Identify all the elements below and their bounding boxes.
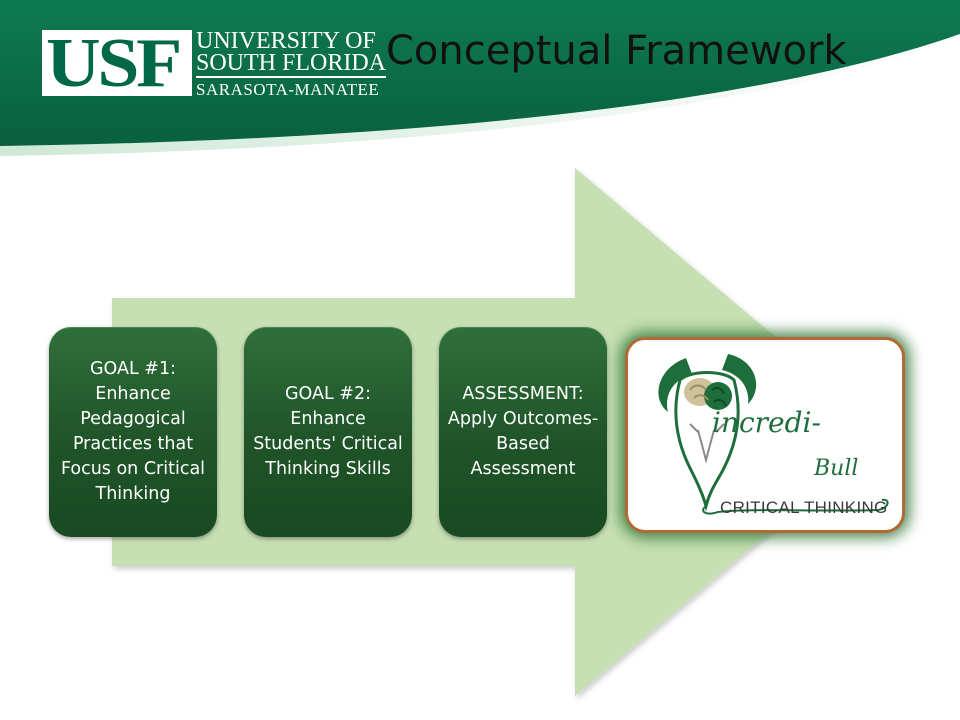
usf-logo-line2: SOUTH FLORIDA — [196, 50, 387, 76]
incredibull-logo-frame: incredi- Bull CRITICAL THINKING — [625, 337, 905, 533]
goal-1-label: GOAL #1: Enhance Pedagogical Practices t… — [60, 359, 206, 504]
usf-logo-mark-box: USF — [42, 25, 192, 102]
usf-logo: USF UNIVERSITY OF SOUTH FLORIDA SARASOTA… — [42, 25, 387, 102]
usf-logo-line1: UNIVERSITY OF — [196, 28, 376, 54]
goal-1-box: GOAL #1: Enhance Pedagogical Practices t… — [49, 327, 217, 537]
assessment-label: ASSESSMENT: Apply Outcomes-Based Assessm… — [447, 384, 599, 479]
goal-2-box: GOAL #2: Enhance Students' Critical Thin… — [244, 327, 412, 537]
goal-2-label: GOAL #2: Enhance Students' Critical Thin… — [253, 384, 403, 479]
incredibull-script-1: incredi- — [712, 406, 821, 439]
header-wave-background — [0, 0, 960, 156]
usf-logo-line3: SARASOTA-MANATEE — [196, 76, 387, 101]
usf-logo-text: UNIVERSITY OF SOUTH FLORIDA SARASOTA-MAN… — [196, 28, 387, 101]
incredibull-logo-image — [658, 354, 889, 515]
incredibull-script-2: Bull — [814, 456, 859, 481]
header-banner — [0, 0, 960, 160]
slide-title: Conceptual Framework — [386, 28, 847, 74]
usf-logo-mark: USF — [46, 25, 182, 102]
critical-thinking-caption: CRITICAL THINKING — [720, 498, 888, 517]
assessment-box: ASSESSMENT: Apply Outcomes-Based Assessm… — [439, 327, 607, 537]
